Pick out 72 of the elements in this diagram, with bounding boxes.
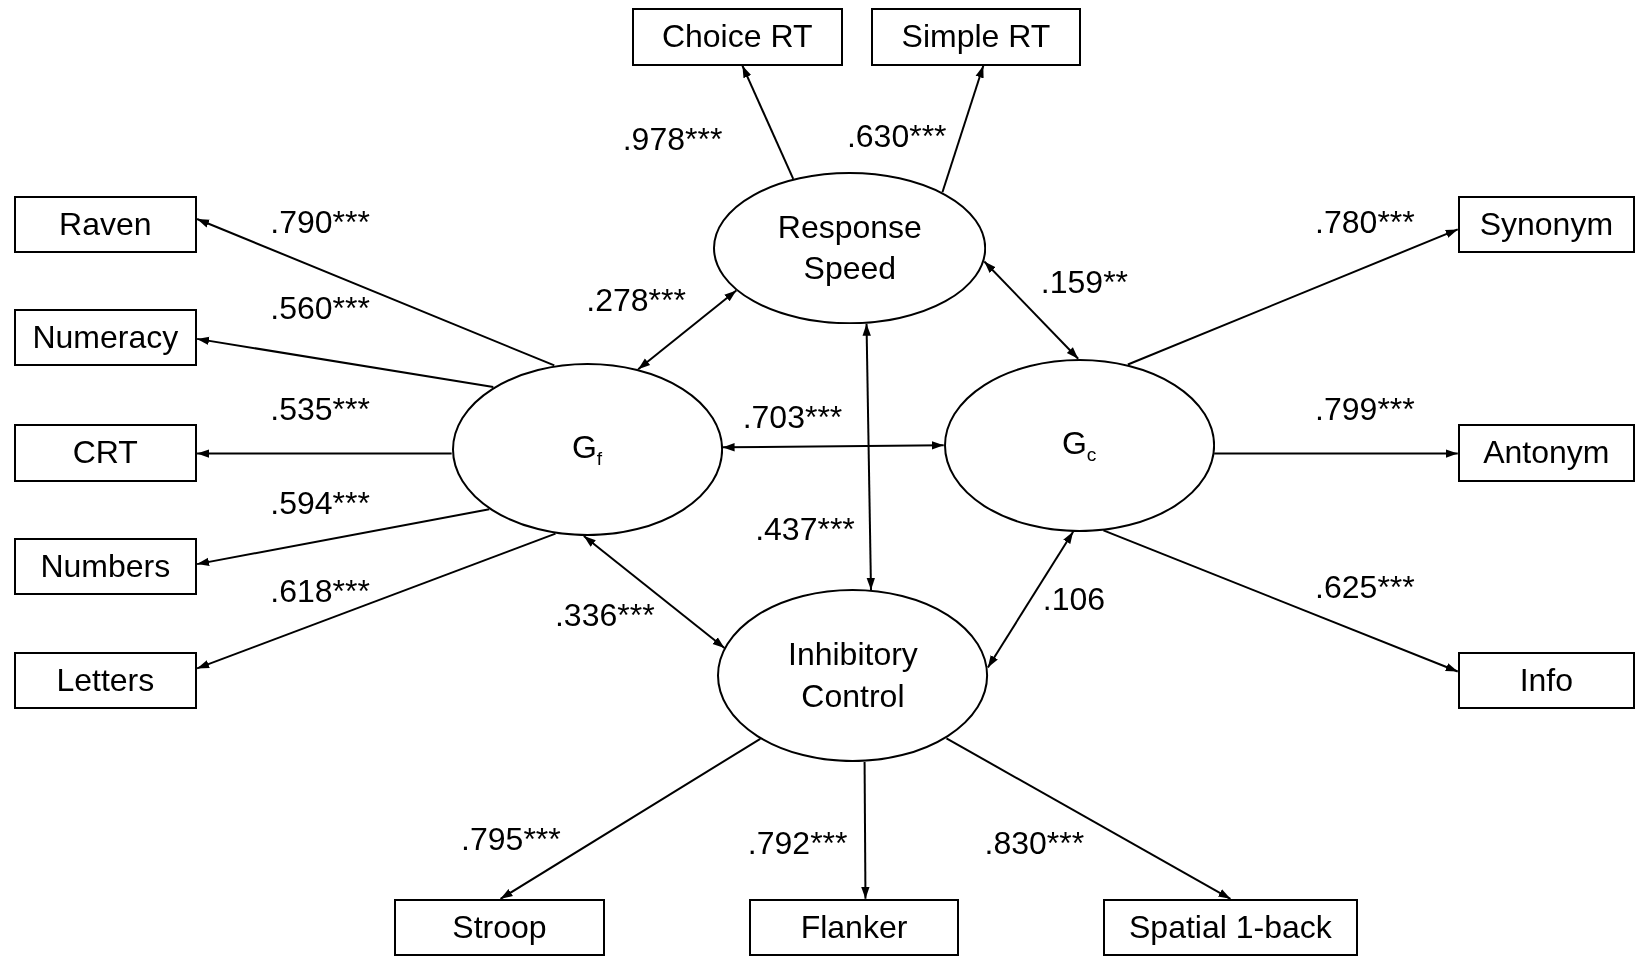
arrow — [1213, 449, 1459, 458]
edge-label: .703*** — [742, 398, 843, 436]
edge-label: .336*** — [554, 596, 655, 634]
arrow — [983, 260, 1080, 360]
arrow — [196, 508, 491, 567]
node-label: Spatial 1-back — [1129, 907, 1332, 947]
arrow — [861, 760, 870, 900]
node-label: Antonym — [1483, 433, 1610, 473]
node-label: Info — [1519, 660, 1574, 700]
arrow — [1126, 228, 1459, 366]
arrow — [1102, 529, 1459, 673]
node-label: Choice RT — [661, 17, 813, 57]
edge-label: .159** — [1040, 263, 1129, 301]
node-label: Raven — [59, 204, 152, 244]
edge-label: .594*** — [270, 484, 370, 522]
node-label: Letters — [56, 660, 155, 700]
latent-ellipse — [717, 589, 989, 763]
edge-label: .618*** — [270, 572, 370, 610]
latent-ellipse — [943, 358, 1215, 532]
latent-ellipse — [451, 362, 723, 536]
indicator-box — [1457, 196, 1635, 254]
node-label: G$_{f}$ — [571, 427, 603, 472]
indicator-box — [13, 651, 198, 710]
edge-label: .799*** — [1315, 390, 1415, 428]
edge-label: .437*** — [755, 510, 855, 548]
node-label: Inhibitory Control — [787, 635, 919, 716]
edge-label: .978*** — [622, 120, 723, 158]
indicator-box — [1103, 898, 1358, 956]
node-label: G$_{c}$ — [1061, 423, 1097, 467]
indicator-box — [1457, 651, 1635, 710]
indicator-box — [748, 898, 960, 956]
edge-label: .792*** — [747, 824, 848, 861]
edge-label: .278*** — [586, 281, 686, 319]
node-label: Stroop — [452, 907, 547, 947]
edge-label: .535*** — [270, 390, 370, 428]
arrow — [196, 217, 556, 367]
indicator-box — [13, 308, 198, 366]
arrow — [196, 532, 557, 670]
edge-label: .830*** — [984, 824, 1085, 861]
arrow — [196, 336, 495, 388]
arrow — [945, 737, 1232, 900]
indicator-box — [631, 8, 843, 66]
edge-label: .106 — [1042, 580, 1106, 617]
node-label: Response Speed — [776, 207, 923, 289]
node-label: Numbers — [40, 546, 171, 586]
edge-label: .560*** — [270, 289, 370, 327]
arrow — [741, 64, 795, 180]
arrow — [862, 322, 875, 591]
latent-ellipse — [713, 172, 987, 325]
node-label: CRT — [72, 433, 138, 473]
indicator-box — [13, 424, 198, 482]
node-label: Numeracy — [32, 317, 179, 357]
arrow — [941, 64, 985, 194]
arrow — [499, 737, 762, 900]
node-label: Flanker — [800, 907, 908, 947]
arrow — [986, 530, 1075, 669]
indicator-box — [394, 898, 605, 956]
indicator-box — [870, 8, 1082, 66]
node-label: Synonym — [1479, 204, 1614, 244]
arrow — [196, 449, 453, 458]
indicator-box — [1457, 424, 1635, 482]
edge-label: .790*** — [270, 203, 370, 241]
node-label: Simple RT — [901, 17, 1051, 57]
indicator-box — [13, 538, 198, 596]
arrow — [637, 289, 738, 371]
edge-label: .625*** — [1315, 568, 1415, 606]
arrow — [721, 441, 945, 452]
arrow — [582, 534, 726, 650]
edge-label: .780*** — [1315, 203, 1415, 241]
edge-label: .630*** — [846, 117, 947, 155]
edge-label: .795*** — [461, 820, 561, 858]
indicator-box — [13, 196, 198, 254]
